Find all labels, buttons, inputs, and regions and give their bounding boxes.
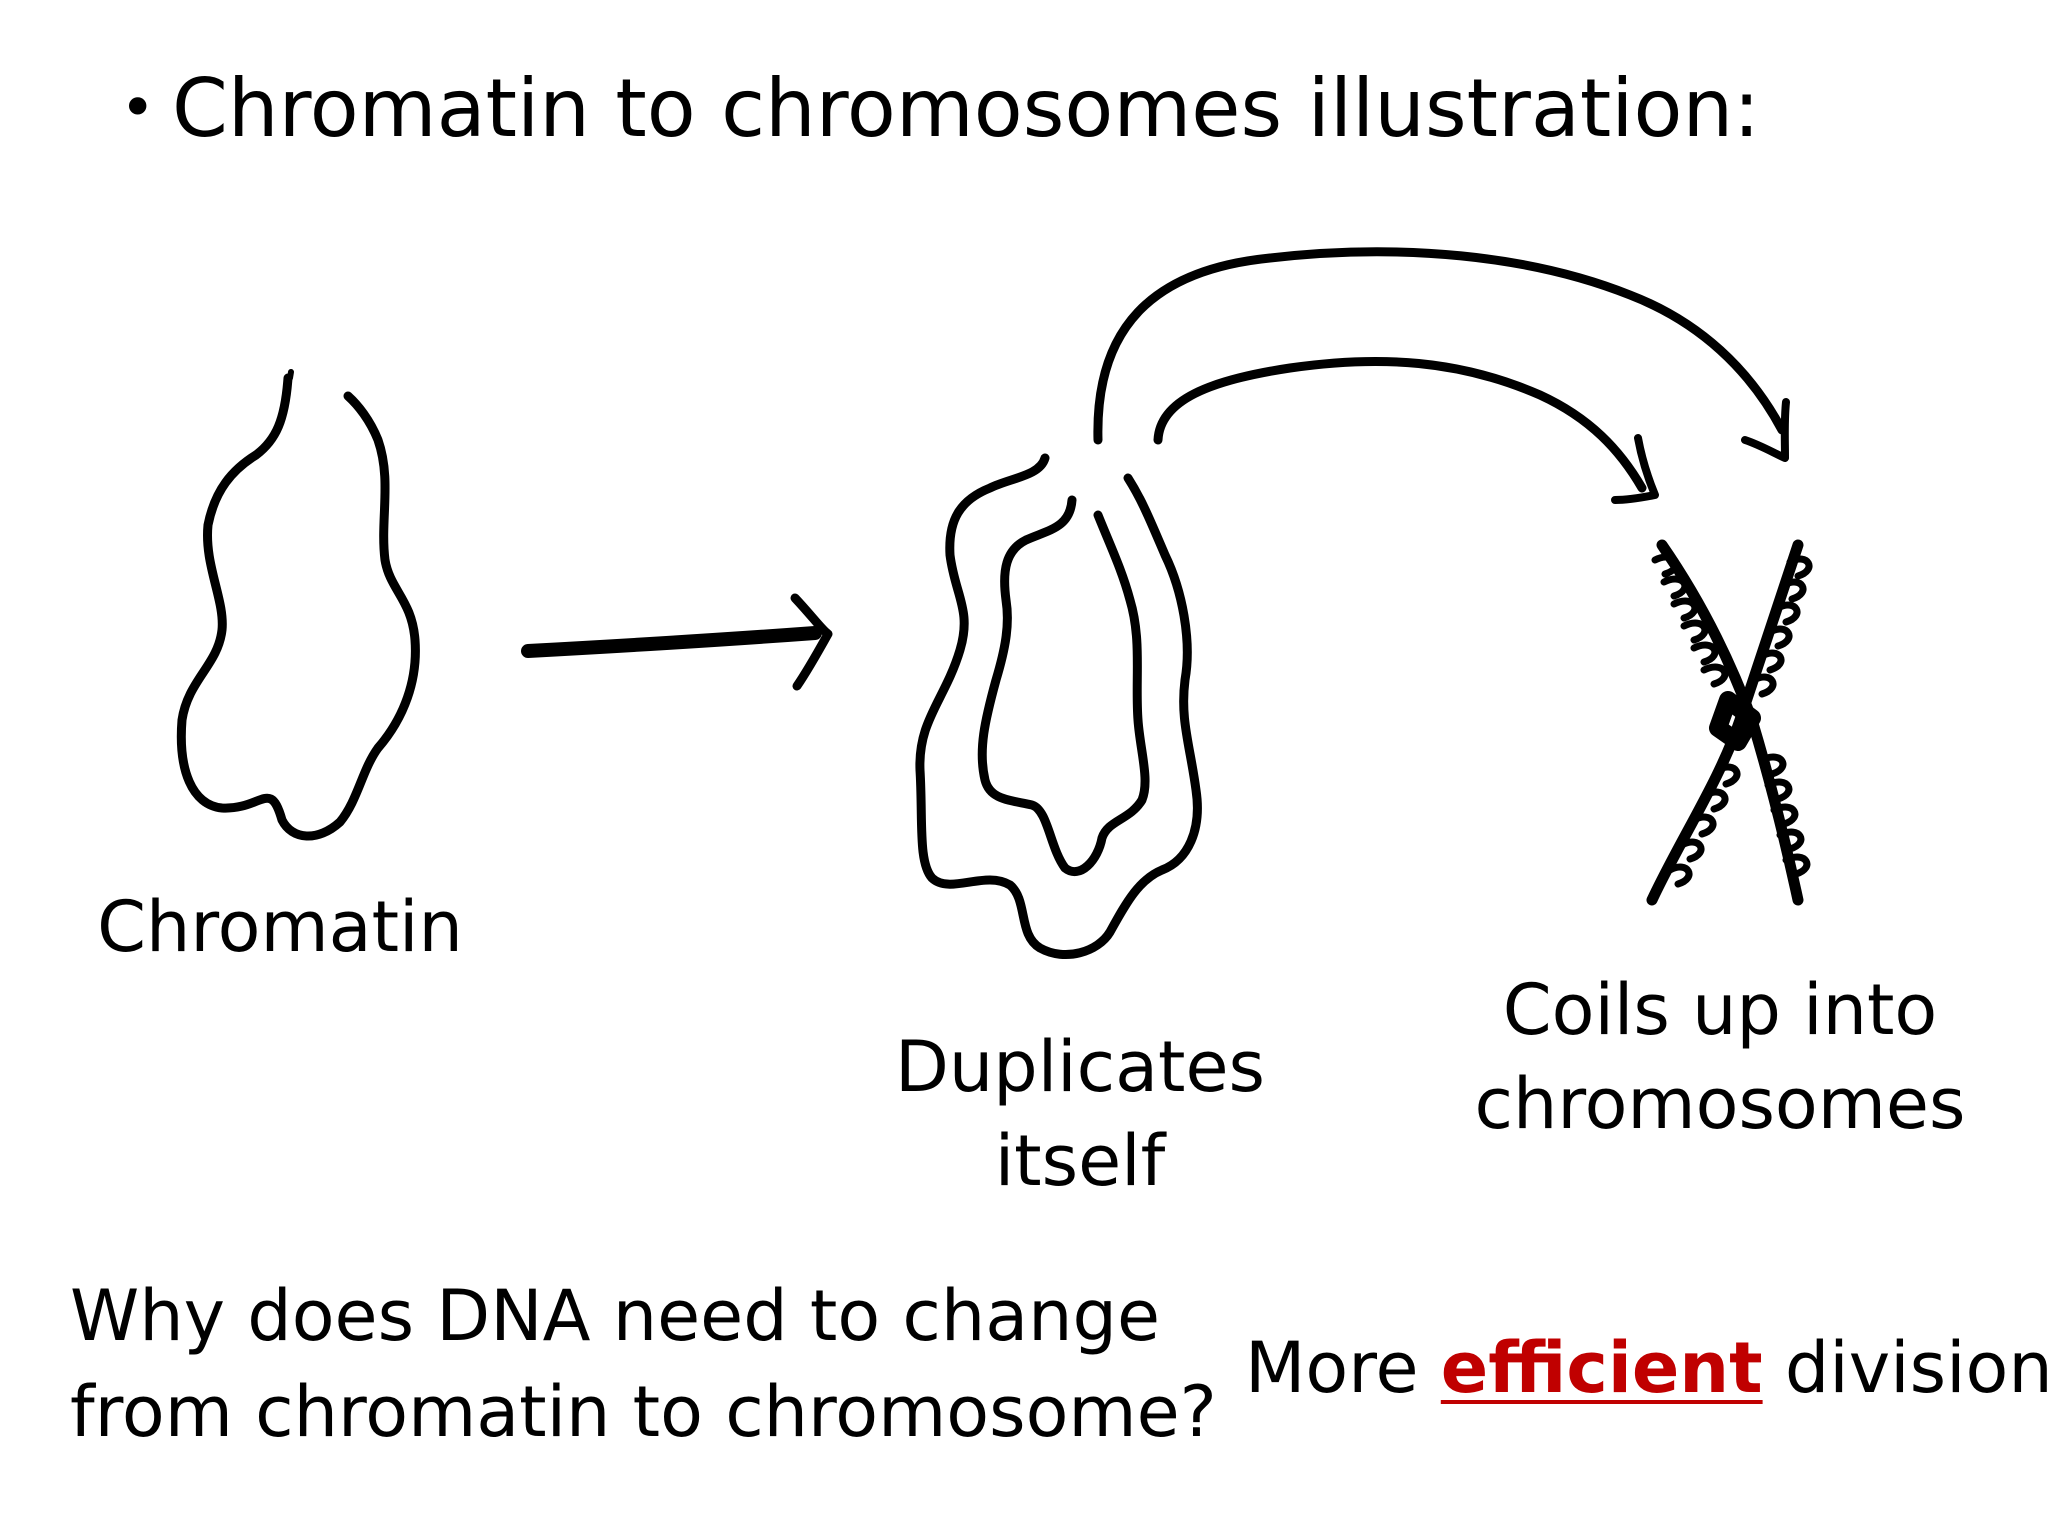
chromosome-drawing — [1646, 539, 1813, 906]
label-chromatin: Chromatin — [97, 886, 463, 968]
curved-arrow-outer — [1093, 247, 1787, 445]
answer-text: More efficient division — [1245, 1320, 2048, 1416]
label-duplicates-itself: Duplicates itself — [880, 1020, 1280, 1208]
curved-arrow-outer-head — [1741, 398, 1790, 462]
curved-arrow-inner-head — [1611, 434, 1659, 504]
answer-after: division — [1784, 1327, 2048, 1409]
label-coils-into-chromosomes: Coils up into chromosomes — [1460, 963, 1980, 1151]
question-text: Why does DNA need to change from chromat… — [70, 1268, 1217, 1460]
chromatin-strand-end — [287, 369, 294, 381]
slide-title: •Chromatin to chromosomes illustration: — [120, 58, 1760, 159]
label-coils-line2: chromosomes — [1474, 1063, 1966, 1145]
duplicated-chromatin-inner — [977, 495, 1150, 877]
answer-before: More — [1245, 1327, 1419, 1409]
chromatin-drawing — [176, 373, 420, 841]
label-duplicates-line2: itself — [994, 1120, 1166, 1202]
title-text: Chromatin to chromosomes illustration: — [172, 62, 1761, 155]
label-duplicates-line1: Duplicates — [895, 1026, 1265, 1108]
question-line1: Why does DNA need to change — [70, 1275, 1161, 1357]
arrow-right-head — [790, 593, 833, 691]
answer-keyword: efficient — [1440, 1327, 1763, 1409]
bullet-icon: • — [120, 73, 156, 143]
curved-arrow-inner — [1153, 356, 1647, 493]
duplicated-chromatin-outer — [915, 453, 1202, 959]
question-line2: from chromatin to chromosome? — [70, 1371, 1217, 1453]
label-coils-line1: Coils up into — [1502, 969, 1938, 1051]
arrow-right-icon — [521, 626, 822, 658]
